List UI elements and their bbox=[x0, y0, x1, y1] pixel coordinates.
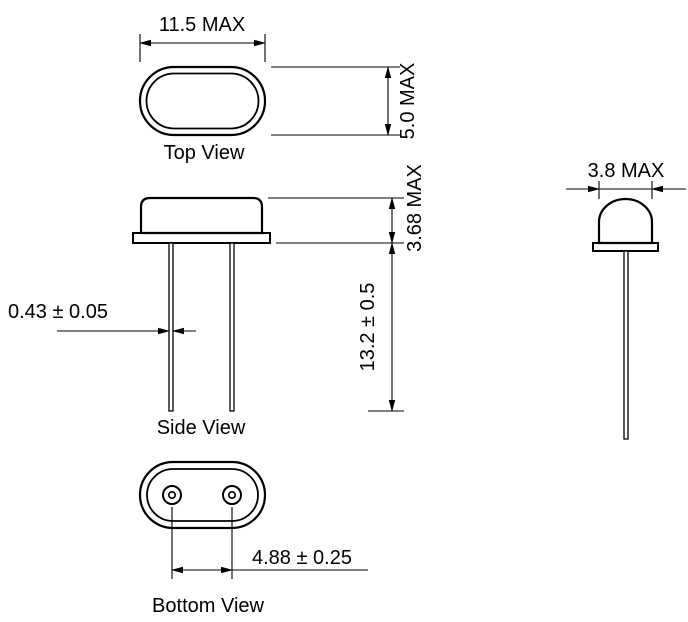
side-view-label: Side View bbox=[157, 417, 246, 439]
side-view-base-flange bbox=[132, 232, 271, 244]
lead-diameter-dimension-text: 0.43 ± 0.05 bbox=[8, 301, 108, 323]
top-view-label: Top View bbox=[164, 142, 245, 164]
top-view-case-outline bbox=[138, 65, 267, 137]
bottom-view-label: Bottom View bbox=[152, 595, 264, 617]
lead-length-dimension-text: 13.2 ± 0.5 bbox=[357, 283, 379, 372]
side-view: 3.68 MAX 13.2 ± 0.5 0.43 ± 0.05 Side Vie… bbox=[8, 164, 426, 439]
top-height-dimension-text: 5.0 MAX bbox=[397, 63, 419, 140]
top-width-dimension-text: 11.5 MAX bbox=[159, 14, 245, 36]
side-view-left-lead bbox=[168, 242, 174, 412]
side-view-case-body bbox=[139, 196, 264, 235]
bottom-view-right-pin bbox=[222, 485, 242, 505]
pin-spacing-dimension-text: 4.88 ± 0.25 bbox=[252, 547, 352, 569]
top-view: 11.5 MAX 5.0 MAX Top View bbox=[138, 14, 419, 164]
bottom-view-left-pin-hole bbox=[168, 490, 177, 499]
bottom-view-case-outline bbox=[138, 460, 267, 530]
end-view: 3.8 MAX bbox=[566, 160, 686, 440]
bottom-view: 4.88 ± 0.25 Bottom View bbox=[138, 460, 368, 617]
end-view-case-body bbox=[597, 197, 654, 245]
end-view-base-flange bbox=[592, 242, 659, 252]
top-view-case-inner-outline bbox=[145, 72, 260, 130]
side-view-right-lead bbox=[229, 242, 235, 412]
bottom-view-right-pin-hole bbox=[228, 490, 237, 499]
end-view-lead bbox=[623, 250, 629, 440]
case-height-dimension-text: 3.68 MAX bbox=[404, 164, 426, 252]
bottom-view-left-pin bbox=[162, 485, 182, 505]
bottom-view-case-inner-outline bbox=[146, 468, 259, 522]
end-width-dimension-text: 3.8 MAX bbox=[588, 160, 665, 182]
